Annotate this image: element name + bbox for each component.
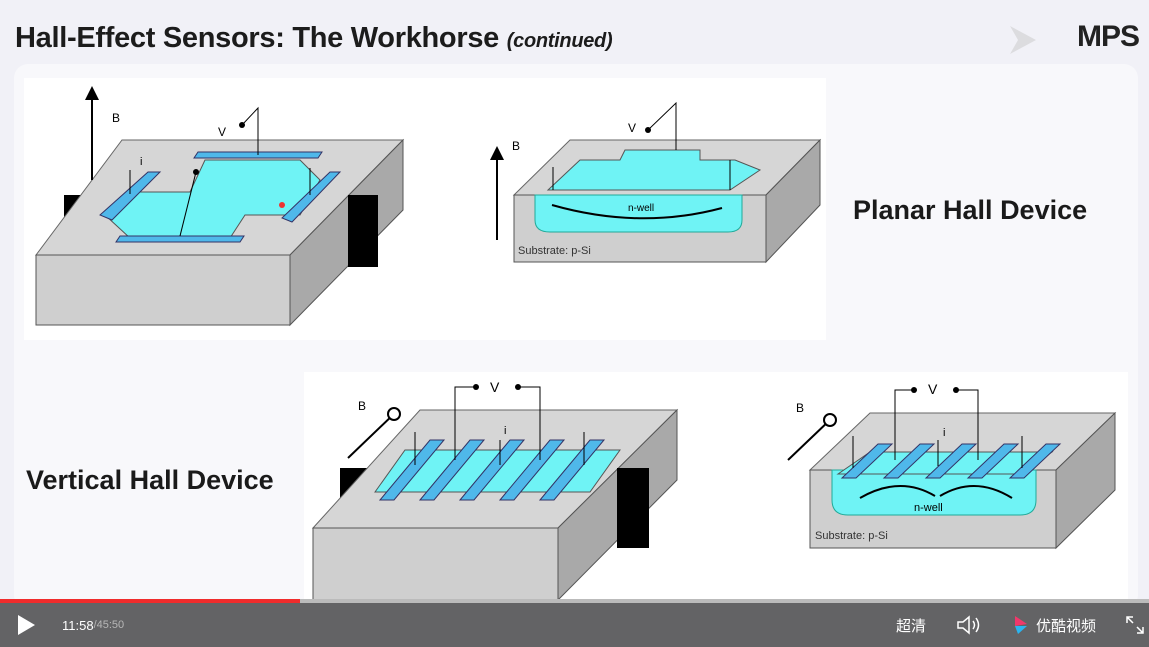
- fullscreen-icon: [1126, 616, 1144, 634]
- slide-title: Hall-Effect Sensors: The Workhorse (cont…: [15, 22, 613, 55]
- player-controls: 11:58 / 45:50 超清 优酷视频: [0, 603, 1149, 647]
- volume-button[interactable]: [955, 603, 983, 647]
- vertical-device-diagram-2: B V n-well Substrate: p-Si i: [787, 381, 1117, 550]
- b-label: B: [796, 401, 804, 415]
- vertical-hall-label: Vertical Hall Device: [26, 465, 274, 495]
- time-display: 11:58 / 45:50: [62, 603, 124, 647]
- time-separator: /: [93, 619, 97, 631]
- play-icon: [18, 615, 35, 635]
- current-time: 11:58: [62, 617, 94, 633]
- vh-label: V: [628, 121, 636, 135]
- planar-device-diagram-2: B V n-well Substrate: p-Si: [490, 101, 822, 264]
- fullscreen-button[interactable]: [1125, 603, 1145, 647]
- b-label: B: [358, 399, 366, 413]
- youku-brand[interactable]: 优酷视频: [1012, 603, 1096, 647]
- hall-device-diagrams: B V i B V n-well Substrate: p-Si B V i: [35, 86, 1117, 600]
- n-well-label: n-well: [914, 502, 943, 514]
- i-label: i: [943, 427, 945, 439]
- i-label: i: [140, 156, 142, 168]
- quality-button[interactable]: 超清: [896, 617, 927, 635]
- planar-hall-label: Planar Hall Device: [853, 195, 1088, 225]
- i-label: i: [504, 425, 506, 437]
- substrate-label: Substrate: p-Si: [518, 245, 591, 257]
- youku-logo-icon: [1015, 616, 1027, 634]
- vh-label: V: [928, 381, 938, 397]
- volume-icon: [957, 615, 980, 635]
- youku-watermark-icon: [1010, 26, 1036, 54]
- mps-logo: MPS: [1076, 20, 1140, 53]
- planar-device-diagram-1: B V i: [35, 86, 405, 327]
- brand-label: 优酷视频: [1036, 617, 1097, 635]
- b-label: B: [112, 111, 120, 125]
- n-well-label: n-well: [628, 203, 654, 214]
- play-button[interactable]: [16, 603, 36, 647]
- title-suffix: (continued): [506, 30, 613, 52]
- title-text: Hall-Effect Sensors: The Workhorse: [15, 22, 499, 54]
- total-time: 45:50: [96, 619, 125, 631]
- b-label: B: [512, 139, 520, 153]
- vertical-device-diagram-1: B V i: [311, 379, 679, 600]
- vh-label: V: [490, 379, 500, 395]
- progress-fill: [0, 599, 300, 603]
- substrate-label: Substrate: p-Si: [815, 530, 888, 542]
- progress-bar[interactable]: [0, 599, 1149, 603]
- vh-label: V: [218, 125, 226, 139]
